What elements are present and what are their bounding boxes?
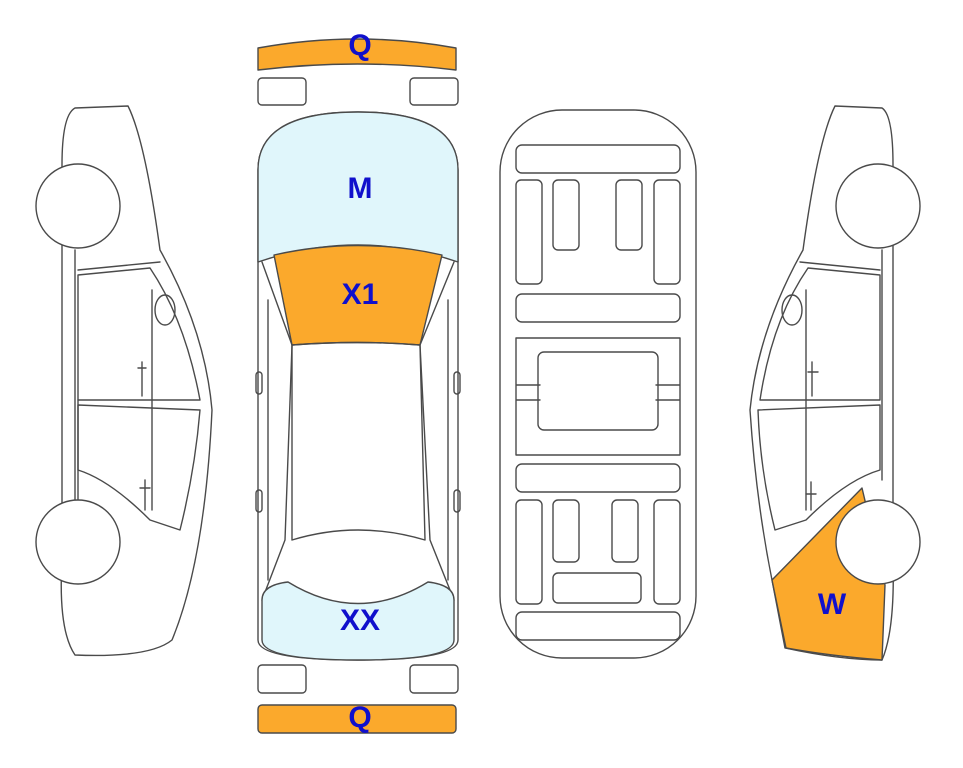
underside-rear-bar	[515, 611, 681, 641]
left-side-front-wheel	[35, 163, 121, 249]
underside-rear-block-right	[611, 499, 639, 563]
windshield-label: X1	[342, 278, 379, 311]
underside-front-block-left	[552, 179, 580, 251]
right-side-rear-wheel	[835, 499, 921, 585]
left-side-view	[35, 105, 213, 657]
underside-front-rail-right	[653, 179, 681, 285]
left-side-windows	[77, 267, 201, 401]
underside-view	[499, 109, 697, 659]
underside-front-rail-left	[515, 179, 543, 285]
left-pillar	[261, 261, 293, 601]
underside-rear-rail-left	[515, 499, 543, 605]
headlight-right	[409, 77, 459, 106]
hood-label: M	[348, 172, 373, 205]
handle-right	[453, 489, 461, 513]
underside-crossmember-2	[515, 463, 681, 493]
underside-rear-block-left	[552, 499, 580, 563]
right-side-mirror	[781, 294, 803, 326]
underside-body-outline	[499, 109, 697, 659]
right-side-windows	[759, 267, 881, 401]
underside-crossmember-1	[515, 293, 681, 323]
right-side-handle-front	[807, 361, 819, 397]
rear-window-panel	[261, 581, 455, 661]
right-side-front-wheel	[835, 163, 921, 249]
underside-front-bar	[515, 144, 681, 174]
right-side-handle-rear	[805, 481, 817, 511]
right-side-rear-window	[757, 404, 881, 531]
taillight-left	[257, 664, 307, 694]
headlight-left	[257, 77, 307, 106]
left-side-roof-line	[77, 261, 161, 271]
underside-center-frame	[515, 337, 681, 456]
right-rear-quarter-label: W	[818, 588, 847, 621]
rear-window-label: XX	[340, 604, 380, 637]
right-side-roof-line	[799, 261, 881, 271]
right-side-view: W	[749, 105, 921, 661]
mirror-right	[453, 371, 461, 395]
mirror-left	[255, 371, 263, 395]
top-view: Q M X1 XX Q	[255, 29, 461, 734]
right-pillar	[419, 261, 455, 601]
front-bumper-panel	[257, 38, 457, 71]
front-bumper-label: Q	[348, 29, 371, 62]
left-side-mirror	[154, 294, 176, 326]
rear-bumper-label: Q	[348, 701, 371, 734]
underside-rear-block-bottom	[552, 572, 642, 604]
underside-rear-rail-right	[653, 499, 681, 605]
roof-outline	[291, 341, 426, 541]
underside-front-block-right	[615, 179, 643, 251]
left-side-handle-front	[137, 361, 147, 397]
left-side-rear-window	[77, 404, 201, 531]
handle-left	[255, 489, 263, 513]
left-side-rear-wheel	[35, 499, 121, 585]
underside-center-panel	[537, 351, 659, 431]
rear-bumper-panel	[257, 704, 457, 734]
left-side-handle-rear	[139, 479, 151, 511]
taillight-right	[409, 664, 459, 694]
